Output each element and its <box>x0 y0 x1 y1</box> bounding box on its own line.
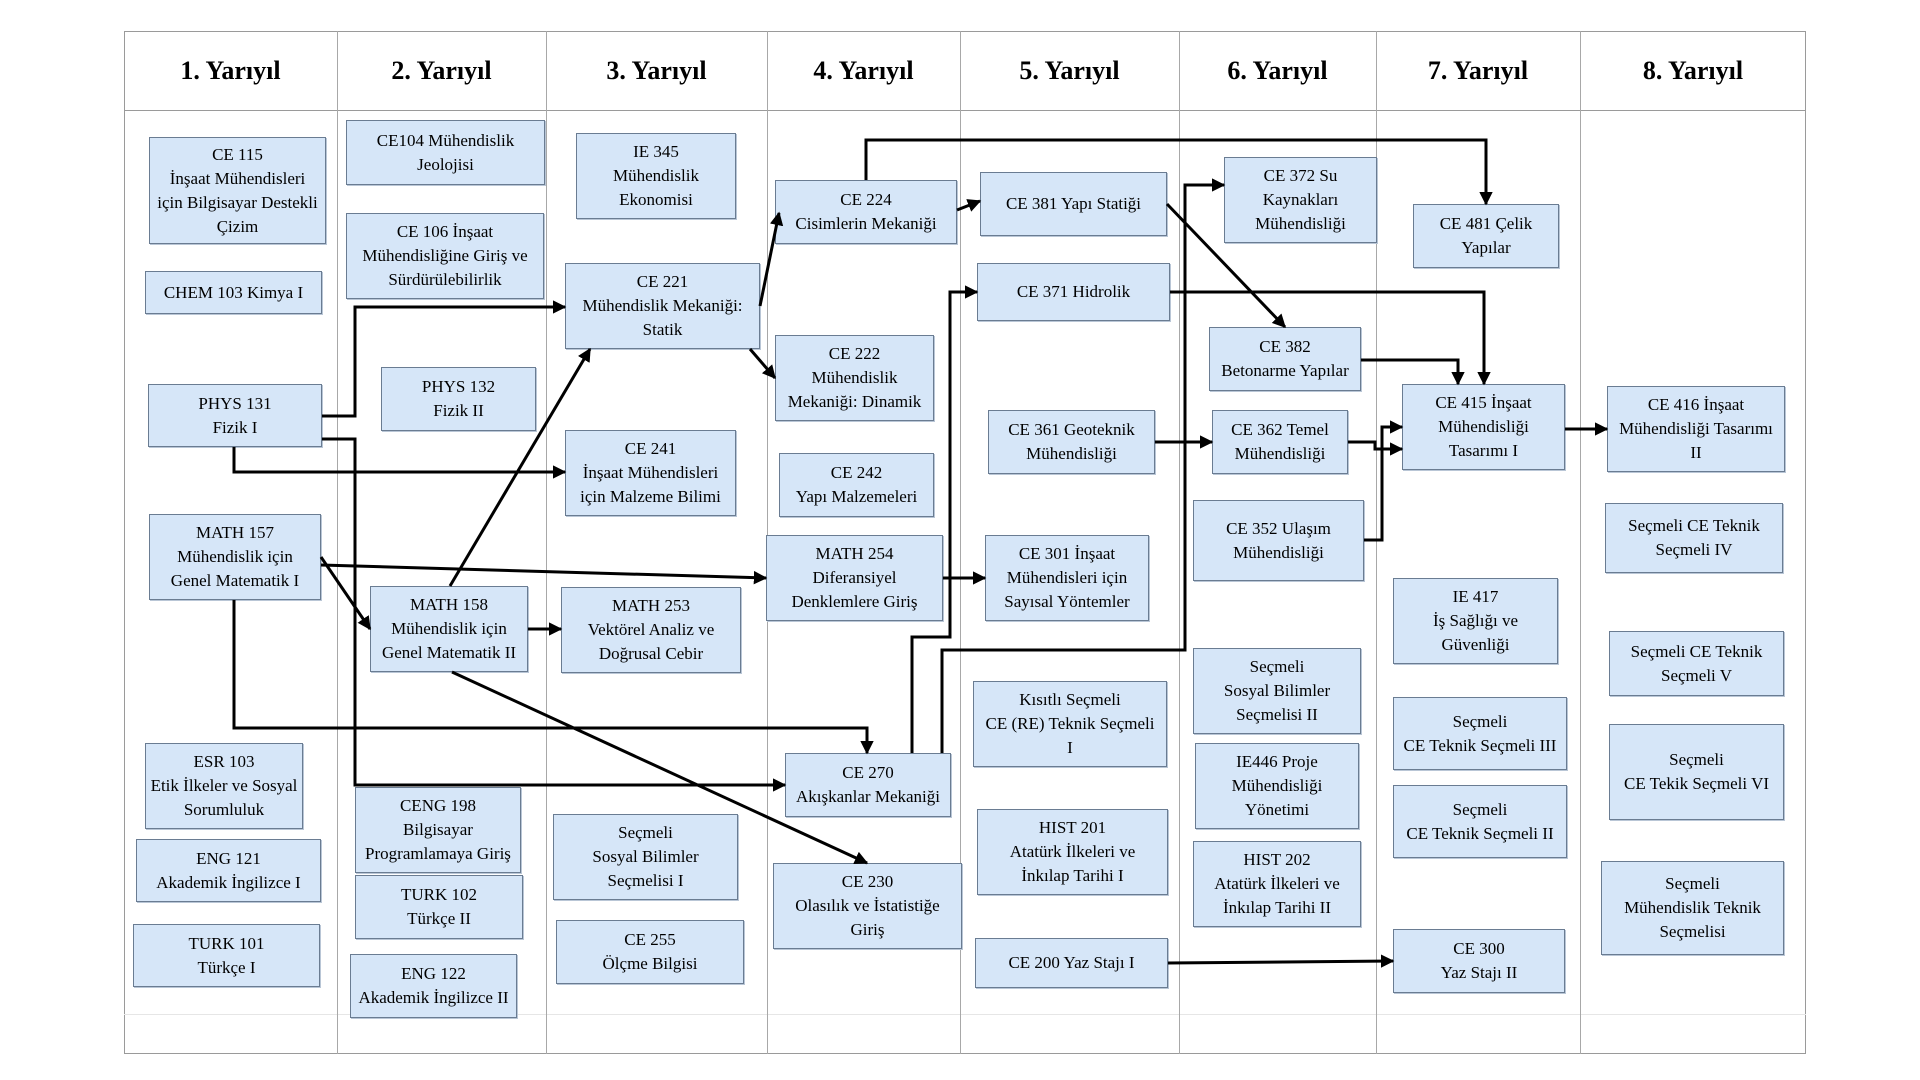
course-ce361[interactable]: CE 361 Geoteknik Mühendisliği <box>988 410 1155 474</box>
course-turk102[interactable]: TURK 102 Türkçe II <box>355 875 523 939</box>
course-ce381[interactable]: CE 381 Yapı Statiği <box>980 172 1167 236</box>
column-divider <box>1376 31 1377 1054</box>
course-ce255[interactable]: CE 255 Ölçme Bilgisi <box>556 920 744 984</box>
course-ie345[interactable]: IE 345 Mühendislik Ekonomisi <box>576 133 736 219</box>
course-sec-teknik3[interactable]: Seçmeli CE Teknik Seçmeli III <box>1393 697 1567 770</box>
course-eng122[interactable]: ENG 122 Akademik İngilizce II <box>350 954 517 1018</box>
semester-4-header: 4. Yarıyıl <box>813 55 914 85</box>
course-math253[interactable]: MATH 253 Vektörel Analiz ve Doğrusal Ceb… <box>561 587 741 673</box>
course-ce415[interactable]: CE 415 İnşaat Mühendisliği Tasarımı I <box>1402 384 1565 470</box>
chart-frame <box>124 31 1806 1054</box>
column-divider <box>1580 31 1581 1054</box>
course-ce371[interactable]: CE 371 Hidrolik <box>977 263 1170 321</box>
course-ie417[interactable]: IE 417 İş Sağlığı ve Güvenliği <box>1393 578 1558 664</box>
semester-8-header: 8. Yarıyıl <box>1642 55 1744 85</box>
course-ce382[interactable]: CE 382 Betonarme Yapılar <box>1209 327 1361 391</box>
course-sec-sosyal2[interactable]: Seçmeli Sosyal Bilimler Seçmelisi II <box>1193 648 1361 734</box>
course-ce362[interactable]: CE 362 Temel Mühendisliği <box>1212 410 1348 474</box>
course-ie446[interactable]: IE446 Proje Mühendisliği Yönetimi <box>1195 743 1359 829</box>
course-ce224[interactable]: CE 224 Cisimlerin Mekaniği <box>775 180 957 244</box>
course-ce221[interactable]: CE 221 Mühendislik Mekaniği: Statik <box>565 263 760 349</box>
course-ce301[interactable]: CE 301 İnşaat Mühendisleri için Sayısal … <box>985 535 1149 621</box>
course-chem103[interactable]: CHEM 103 Kimya I <box>145 271 322 314</box>
semester-1-header: 1. Yarıyıl <box>180 55 281 85</box>
course-ce106[interactable]: CE 106 İnşaat Mühendisliğine Giriş ve Sü… <box>346 213 544 299</box>
header-divider <box>124 110 1806 111</box>
course-ce241[interactable]: CE 241 İnşaat Mühendisleri için Malzeme … <box>565 430 736 516</box>
semester-2-header: 2. Yarıyıl <box>391 55 492 85</box>
course-turk101[interactable]: TURK 101 Türkçe I <box>133 924 320 987</box>
course-hist202[interactable]: HIST 202 Atatürk İlkeleri ve İnkılap Tar… <box>1193 841 1361 927</box>
course-ce104[interactable]: CE104 Mühendislik Jeolojisi <box>346 120 545 185</box>
course-ce372[interactable]: CE 372 Su Kaynakları Mühendisliği <box>1224 157 1377 243</box>
course-sec-sosyal1[interactable]: Seçmeli Sosyal Bilimler Seçmelisi I <box>553 814 738 900</box>
course-math254[interactable]: MATH 254 Diferansiyel Denklemlere Giriş <box>766 535 943 621</box>
course-phys132[interactable]: PHYS 132 Fizik II <box>381 367 536 431</box>
column-divider <box>1179 31 1180 1054</box>
semester-5-header: 5. Yarıyıl <box>1019 55 1120 85</box>
course-phys131[interactable]: PHYS 131 Fizik I <box>148 384 322 447</box>
course-sec-teknik4[interactable]: Seçmeli CE Teknik Seçmeli IV <box>1605 503 1783 573</box>
course-ce222[interactable]: CE 222 Mühendislik Mekaniği: Dinamik <box>775 335 934 421</box>
course-ce115[interactable]: CE 115 İnşaat Mühendisleri için Bilgisay… <box>149 137 326 244</box>
course-ce481[interactable]: CE 481 Çelik Yapılar <box>1413 204 1559 268</box>
row-divider <box>124 1014 1806 1015</box>
course-sec-teknik5[interactable]: Seçmeli CE Teknik Seçmeli V <box>1609 631 1784 696</box>
course-esr103[interactable]: ESR 103 Etik İlkeler ve Sosyal Sorumlulu… <box>145 743 303 829</box>
semester-6-header: 6. Yarıyıl <box>1227 55 1328 85</box>
course-eng121[interactable]: ENG 121 Akademik İngilizce I <box>136 839 321 902</box>
course-sec-teknik2[interactable]: Seçmeli CE Teknik Seçmeli II <box>1393 785 1567 858</box>
course-math158[interactable]: MATH 158 Mühendislik için Genel Matemati… <box>370 586 528 672</box>
course-ce416[interactable]: CE 416 İnşaat Mühendisliği Tasarımı II <box>1607 386 1785 472</box>
semester-3-header: 3. Yarıyıl <box>606 55 707 85</box>
course-hist201[interactable]: HIST 201 Atatürk İlkeleri ve İnkılap Tar… <box>977 809 1168 895</box>
column-divider <box>546 31 547 1054</box>
course-math157[interactable]: MATH 157 Mühendislik için Genel Matemati… <box>149 514 321 600</box>
course-ce242[interactable]: CE 242 Yapı Malzemeleri <box>779 453 934 517</box>
course-ceng198[interactable]: CENG 198 Bilgisayar Programlamaya Giriş <box>355 787 521 873</box>
course-ce300[interactable]: CE 300 Yaz Stajı II <box>1393 929 1565 993</box>
course-sec-teknik6[interactable]: Seçmeli CE Tekik Seçmeli VI <box>1609 724 1784 820</box>
course-ce352[interactable]: CE 352 Ulaşım Mühendisliği <box>1193 500 1364 581</box>
semester-7-header: 7. Yarıyıl <box>1427 55 1529 85</box>
column-divider <box>337 31 338 1054</box>
course-ce200[interactable]: CE 200 Yaz Stajı I <box>975 938 1168 988</box>
course-kisitli-secmeli[interactable]: Kısıtlı Seçmeli CE (RE) Teknik Seçmeli I <box>973 681 1167 767</box>
course-ce270[interactable]: CE 270 Akışkanlar Mekaniği <box>785 753 951 817</box>
course-ce230[interactable]: CE 230 Olasılık ve İstatistiğe Giriş <box>773 863 962 949</box>
course-sec-muhendislik[interactable]: Seçmeli Mühendislik Teknik Seçmelisi <box>1601 861 1784 955</box>
